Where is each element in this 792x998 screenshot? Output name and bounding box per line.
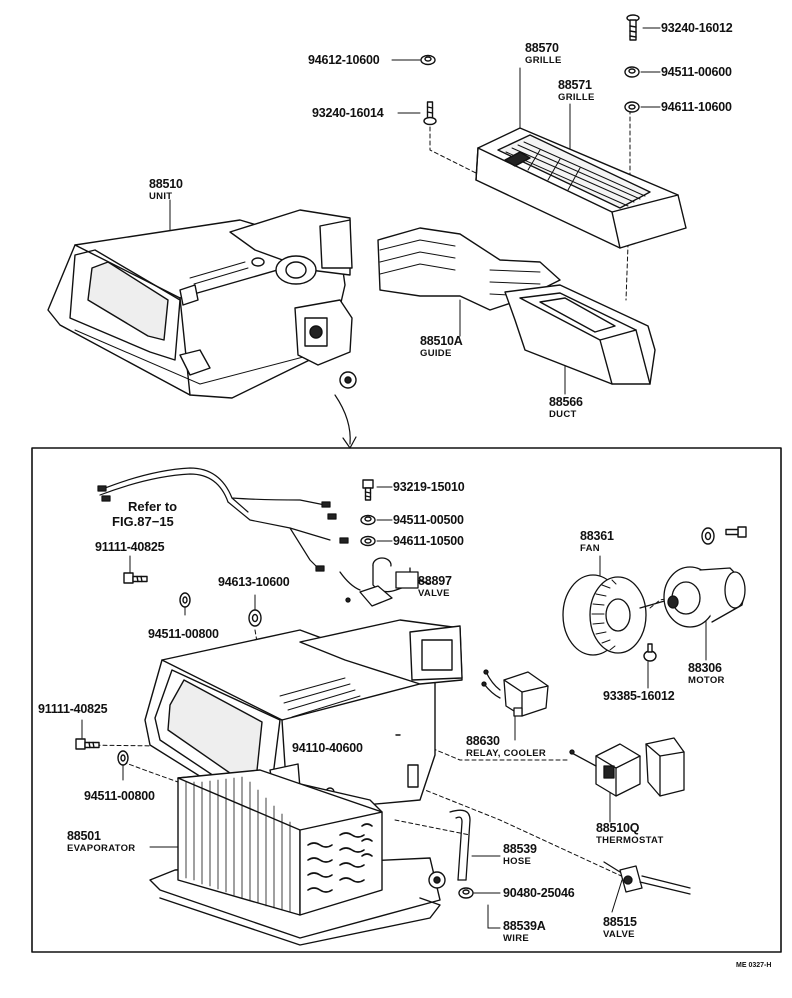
nut-icon bbox=[625, 67, 639, 77]
label-grille: GRILLE bbox=[558, 92, 595, 103]
label-94611-10600: 94611-10600 bbox=[661, 100, 732, 114]
label-88566: 88566 bbox=[549, 395, 583, 409]
duct-drawing bbox=[505, 285, 655, 384]
label-valve: VALVE bbox=[603, 929, 635, 940]
nut-icon bbox=[249, 610, 261, 626]
bolt-icon bbox=[76, 739, 99, 749]
nut-icon bbox=[644, 644, 656, 661]
label-duct: DUCT bbox=[549, 409, 577, 420]
label-hose: HOSE bbox=[503, 856, 532, 867]
fan-drawing bbox=[563, 575, 646, 655]
washer-icon bbox=[361, 537, 375, 546]
nut-icon bbox=[421, 56, 435, 65]
label-88897: 88897 bbox=[418, 574, 452, 588]
hose-drawing bbox=[450, 810, 470, 880]
label-93240-16012: 93240-16012 bbox=[661, 21, 733, 35]
label-94511-00500: 94511-00500 bbox=[393, 513, 464, 527]
grille-drawing bbox=[476, 128, 686, 248]
washer-icon bbox=[180, 593, 190, 607]
label-94511-00800: 94511-00800 bbox=[148, 627, 219, 641]
bolt-icon bbox=[424, 102, 436, 125]
wire-harness-drawing bbox=[98, 468, 348, 571]
label-88510q: 88510Q bbox=[596, 821, 640, 835]
label-91111-40825: 91111-40825 bbox=[95, 540, 165, 554]
label-94611-10500: 94611-10500 bbox=[393, 534, 464, 548]
label-guide: GUIDE bbox=[420, 348, 452, 359]
label-88630: 88630 bbox=[466, 734, 500, 748]
label-grille: GRILLE bbox=[525, 55, 562, 66]
relay-drawing bbox=[482, 670, 548, 716]
washer-icon bbox=[118, 751, 128, 765]
bolt-icon bbox=[363, 480, 373, 500]
unit-drawing bbox=[48, 210, 356, 398]
label-88515: 88515 bbox=[603, 915, 637, 929]
label-evaporator: EVAPORATOR bbox=[67, 843, 136, 854]
label-94110-40600: 94110-40600 bbox=[292, 741, 363, 755]
evaporator-drawing bbox=[150, 770, 445, 945]
label-fig-ref: FIG.87−15 bbox=[112, 514, 174, 529]
label-88539a: 88539A bbox=[503, 919, 546, 933]
label-88510a: 88510A bbox=[420, 334, 463, 348]
label-88501: 88501 bbox=[67, 829, 101, 843]
label-88539: 88539 bbox=[503, 842, 537, 856]
label-motor: MOTOR bbox=[688, 675, 725, 686]
washer-icon bbox=[625, 102, 639, 112]
nut-icon bbox=[459, 888, 473, 898]
label-valve: VALVE bbox=[418, 588, 450, 599]
label-93385-16012: 93385-16012 bbox=[603, 689, 675, 703]
label-thermostat: THERMOSTAT bbox=[596, 835, 664, 846]
label-90480-25046: 90480-25046 bbox=[503, 886, 575, 900]
valve-drawing bbox=[340, 558, 430, 606]
label-91111-40825: 91111-40825 bbox=[38, 702, 108, 716]
nut-icon bbox=[702, 528, 714, 544]
label-94613-10600: 94613-10600 bbox=[218, 575, 290, 589]
diagram-code: ME 0327-H bbox=[736, 962, 772, 969]
label-refer-to: Refer to bbox=[128, 499, 178, 514]
label-fan: FAN bbox=[580, 543, 600, 554]
bolt-icon bbox=[627, 15, 639, 40]
label-wire: WIRE bbox=[503, 933, 530, 944]
bolt-icon bbox=[726, 527, 746, 537]
label-88361: 88361 bbox=[580, 529, 614, 543]
label-88510: 88510 bbox=[149, 177, 183, 191]
expansion-valve-drawing bbox=[604, 862, 690, 894]
label-94511-00800: 94511-00800 bbox=[84, 789, 155, 803]
label-94612-10600: 94612-10600 bbox=[308, 53, 380, 67]
thermostat-drawing bbox=[570, 738, 684, 796]
label-94511-00600: 94511-00600 bbox=[661, 65, 732, 79]
label-93240-16014: 93240-16014 bbox=[312, 106, 384, 120]
label-93219-15010: 93219-15010 bbox=[393, 480, 465, 494]
guide-drawing bbox=[378, 228, 560, 310]
inset-frame bbox=[32, 448, 781, 952]
nut-icon bbox=[361, 516, 375, 525]
flow-arrow bbox=[335, 395, 356, 448]
label-relay-cooler: RELAY, COOLER bbox=[466, 748, 547, 759]
housing-drawing bbox=[145, 620, 462, 815]
bolt-icon bbox=[124, 573, 147, 583]
label-unit: UNIT bbox=[149, 191, 173, 202]
motor-drawing bbox=[640, 567, 745, 627]
label-88570: 88570 bbox=[525, 41, 559, 55]
label-88306: 88306 bbox=[688, 661, 722, 675]
label-88571: 88571 bbox=[558, 78, 592, 92]
